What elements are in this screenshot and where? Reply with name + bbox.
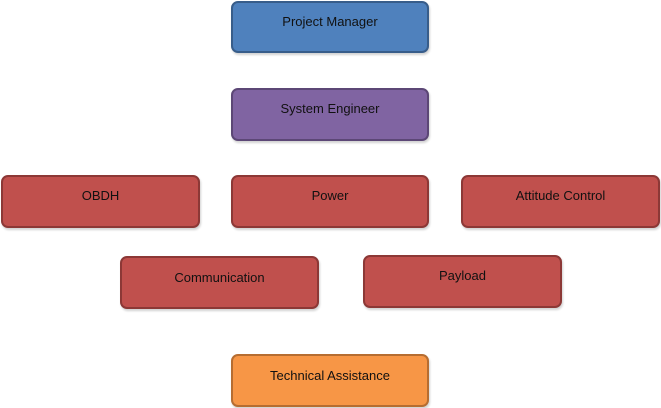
node-technical-assistance: Technical Assistance (231, 354, 429, 407)
node-label: Power (311, 188, 349, 203)
node-communication: Communication (120, 256, 319, 309)
node-label: System Engineer (280, 101, 380, 116)
node-label: Technical Assistance (270, 368, 390, 383)
node-power: Power (231, 175, 429, 228)
node-payload: Payload (363, 255, 562, 308)
node-attitude-control: Attitude Control (461, 175, 660, 228)
node-label: OBDH (81, 188, 120, 203)
node-label: Payload (439, 268, 486, 283)
node-obdh: OBDH (1, 175, 200, 228)
node-system-engineer: System Engineer (231, 88, 429, 141)
node-label: Communication (174, 270, 265, 285)
node-project-manager: Project Manager (231, 1, 429, 53)
node-label: Attitude Control (515, 188, 606, 203)
node-label: Project Manager (282, 14, 378, 29)
